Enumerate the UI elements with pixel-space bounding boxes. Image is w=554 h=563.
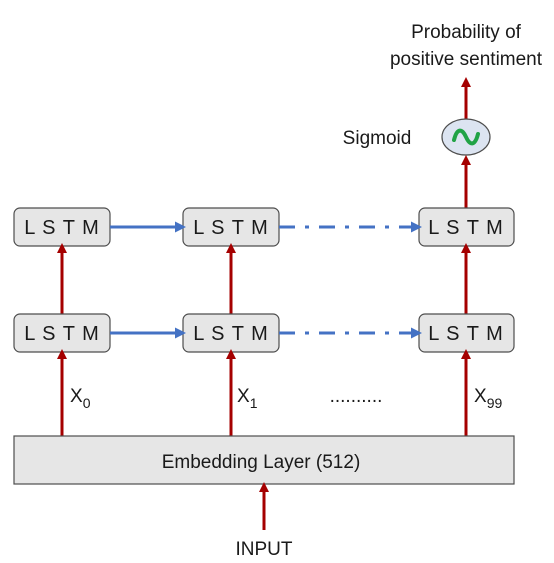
lstm-label-bottom-1: L S T M xyxy=(24,323,100,345)
embedding-layer-label: Embedding Layer (512) xyxy=(162,452,361,473)
input-label-x99-base: X xyxy=(474,386,487,407)
input-label-x99-sub: 99 xyxy=(487,395,503,411)
output-label-line1: Probability of xyxy=(411,22,522,43)
input-label-x0-base: X xyxy=(70,386,83,407)
input-label-x1: X1 xyxy=(237,386,258,411)
ellipsis: .......... xyxy=(330,386,383,407)
input-label-x1-base: X xyxy=(237,386,250,407)
input-label-x99: X99 xyxy=(474,386,502,411)
sigmoid-label: Sigmoid xyxy=(343,128,412,149)
input-label: INPUT xyxy=(236,539,293,560)
input-label-x0: X0 xyxy=(70,386,91,411)
embedding-layer-box xyxy=(13,435,515,485)
input-label-x0-sub: 0 xyxy=(83,395,91,411)
lstm-label-bottom-2: L S T M xyxy=(193,323,269,345)
output-label-line2: positive sentiment xyxy=(390,49,543,70)
sine-wave-icon xyxy=(452,128,480,146)
input-label-x1-sub: 1 xyxy=(250,395,258,411)
lstm-label-bottom-3: L S T M xyxy=(428,323,504,345)
lstm-label-top-3: L S T M xyxy=(428,217,504,239)
lstm-label-top-2: L S T M xyxy=(193,217,269,239)
lstm-label-top-1: L S T M xyxy=(24,217,100,239)
